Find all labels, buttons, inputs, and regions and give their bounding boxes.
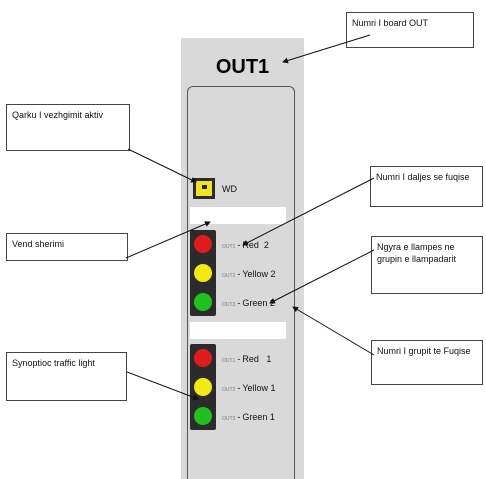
output-number: OUT2 [222, 387, 236, 393]
lamp-color: Yellow [242, 269, 269, 279]
red-lamp-icon [194, 349, 212, 367]
traffic-light-group-2 [190, 230, 216, 316]
red-lamp-icon [194, 235, 212, 253]
output-number: OUT3 [222, 302, 236, 308]
lamp-color: Red [242, 354, 259, 364]
lamp-color: Yellow [242, 383, 269, 393]
green-lamp-icon [194, 407, 212, 425]
group-number: 1 [270, 383, 276, 393]
yellow-lamp-icon [194, 264, 212, 282]
lamp-label-row: OUT1-Red 2 [222, 240, 269, 250]
leader-reserve [125, 221, 211, 259]
callout-socket-output: Numri I daljes se fuqise [370, 166, 483, 207]
group-number: 1 [266, 354, 272, 364]
lamp-label-row: OUT2-Yellow 2 [222, 269, 276, 279]
group-number: 1 [269, 412, 275, 422]
leader-watchdog [127, 148, 197, 183]
callout-synoptic: Synoptioc traffic light [6, 352, 127, 401]
output-number: OUT1 [222, 244, 236, 250]
callout-watchdog: Qarku I vezhgimit aktiv [6, 104, 130, 151]
lamp-color: Green [242, 412, 268, 422]
group-number: 2 [263, 240, 269, 250]
lamp-label-row: OUT3-Green 1 [222, 412, 275, 422]
group-separator-strip [190, 322, 286, 339]
callout-reserve: Vend sherimi [6, 233, 128, 261]
leader-synoptic [126, 371, 199, 401]
callout-lamp-color: Ngyra e llampes ne grupin e llampadarit [371, 236, 483, 294]
output-number: OUT3 [222, 416, 236, 422]
green-lamp-icon [194, 293, 212, 311]
lamp-color: Green [242, 298, 268, 308]
leader-socket-output [242, 177, 375, 246]
group-number: 2 [270, 269, 276, 279]
leader-board-number [282, 34, 371, 64]
traffic-light-group-1 [190, 344, 216, 430]
watchdog-label: WD [222, 184, 237, 194]
callout-board-number: Numri I board OUT [346, 12, 474, 48]
lamp-label-row: OUT1-Red 1 [222, 354, 272, 364]
watchdog-lamp-icon [196, 181, 212, 196]
output-number: OUT1 [222, 358, 236, 364]
lamp-label-row: OUT2-Yellow 1 [222, 383, 276, 393]
output-number: OUT2 [222, 273, 236, 279]
board-title: OUT1 [215, 56, 270, 78]
leader-lamp-color [269, 249, 375, 304]
leader-power-group [292, 306, 375, 356]
yellow-lamp-icon [194, 378, 212, 396]
callout-power-group: Numri I grupit te Fuqise [371, 340, 483, 385]
reserve-strip [190, 207, 286, 224]
watchdog-indicator [193, 178, 215, 199]
lamp-color: Red [242, 240, 259, 250]
